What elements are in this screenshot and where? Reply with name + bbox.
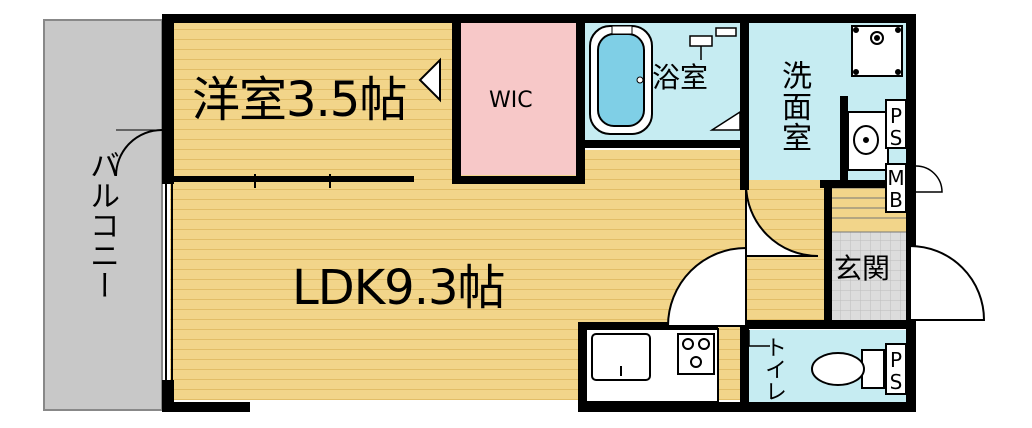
balcony-window	[115, 129, 173, 380]
entrance-area	[830, 232, 908, 322]
bathtub	[589, 25, 653, 135]
ps-lower-label: PS	[884, 348, 908, 392]
wic-door	[418, 57, 441, 103]
walls	[162, 14, 916, 412]
ps-upper-label: PS	[884, 104, 908, 148]
ps-upper-box	[885, 99, 907, 149]
sliding-door	[174, 174, 410, 188]
toilet-fixture	[811, 349, 885, 389]
western-room-label: 洋室3.5帖	[192, 72, 407, 128]
entrance-label: 玄関	[834, 252, 891, 285]
mb-label: MB	[884, 166, 908, 210]
washing-machine-pan	[851, 25, 903, 77]
kitchen-counter	[585, 328, 719, 403]
hall-door-upper	[745, 183, 819, 257]
mb-box	[885, 163, 907, 213]
ps-lower-box	[885, 343, 907, 395]
hall-door-lower	[666, 246, 747, 327]
balcony-area	[43, 19, 163, 411]
balcony-label: バルコニー	[84, 150, 119, 300]
bath-label: 浴室	[652, 61, 709, 94]
entrance-door	[909, 244, 986, 321]
toilet-door	[748, 330, 770, 347]
mb-door	[915, 165, 943, 193]
washroom-label: 洗面室	[776, 60, 811, 153]
wic-label: WIC	[489, 88, 533, 113]
wash-basin	[847, 111, 889, 171]
toilet-label: トイレ	[761, 336, 786, 402]
wic-area	[460, 20, 580, 175]
shower	[689, 27, 737, 60]
bath-door	[709, 110, 741, 131]
ldk-label: LDK9.3帖	[292, 260, 506, 316]
